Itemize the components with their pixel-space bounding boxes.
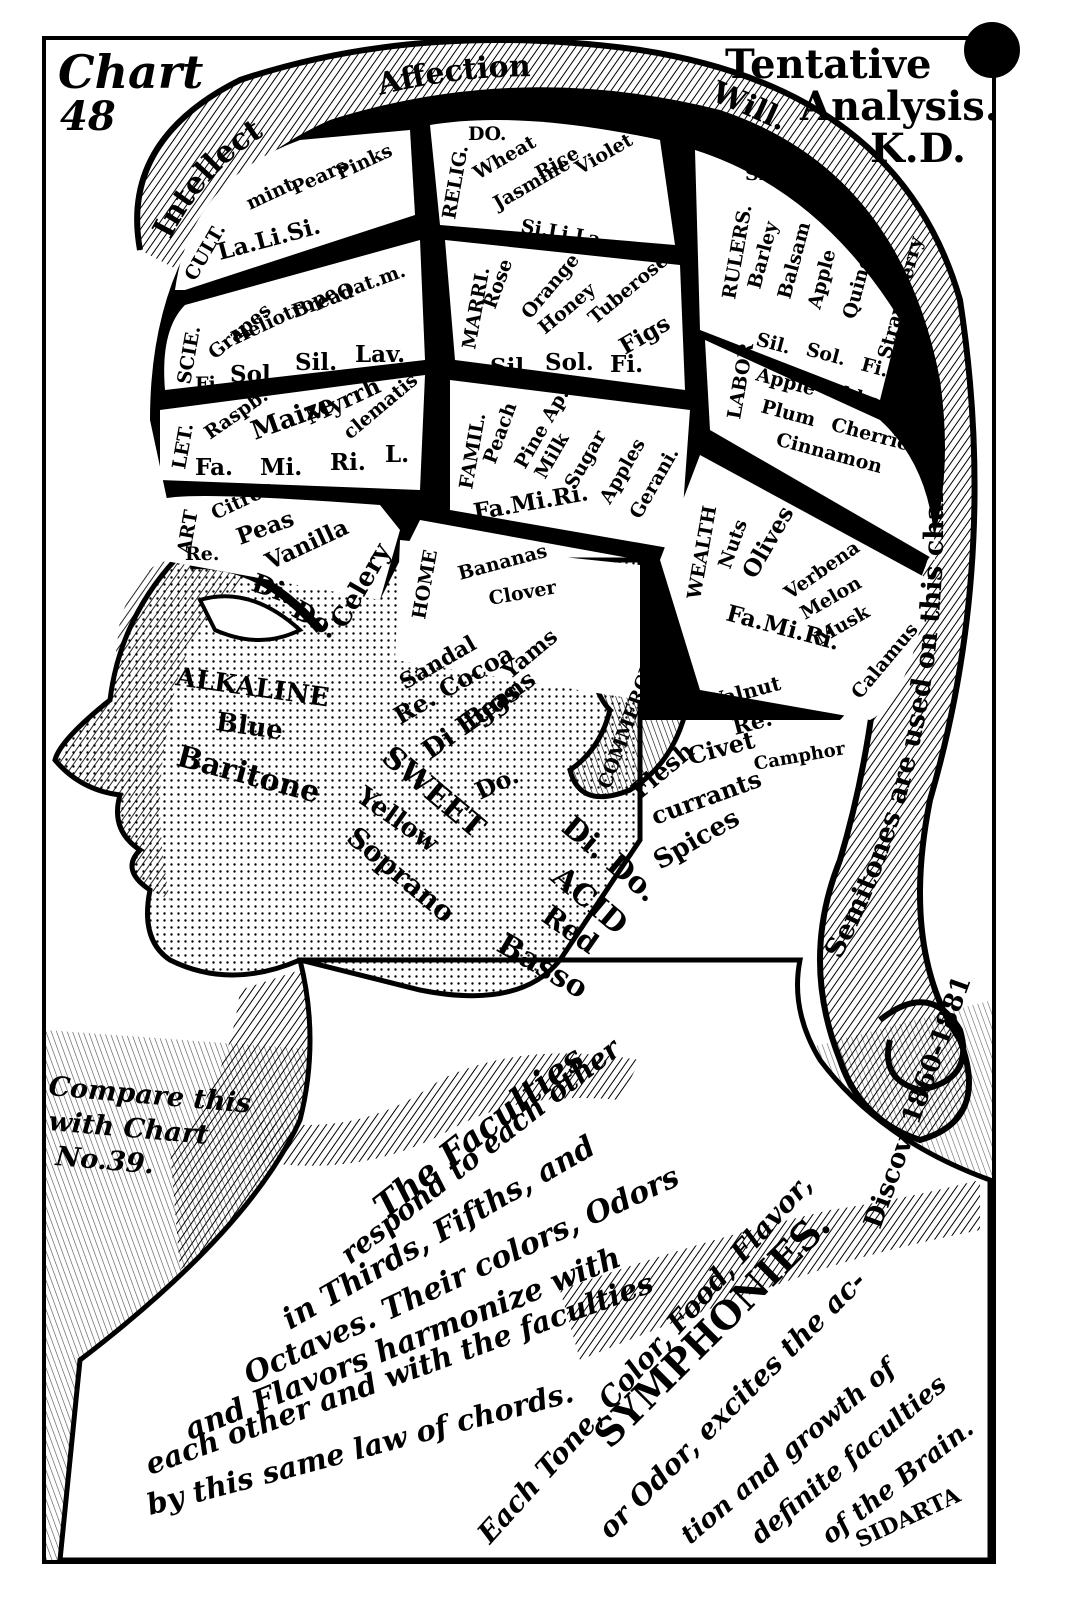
neck-shading (170, 970, 310, 1270)
svg-text:Sol.: Sol. (545, 349, 594, 376)
face-hatching (55, 560, 260, 900)
svg-text:Si.: Si. (745, 163, 773, 185)
svg-text:La.: La. (830, 188, 862, 210)
svg-text:Sil.: Sil. (295, 349, 337, 376)
svg-text:DO.: DO. (468, 123, 507, 145)
camphor-label: Camphor (752, 738, 847, 775)
corner-blot (964, 22, 1020, 78)
svg-text:Ri.: Ri. (330, 449, 366, 476)
hair-bun (878, 999, 967, 1094)
title-initials: K.D. (870, 125, 966, 172)
svg-text:Lav.: Lav. (355, 341, 405, 368)
svg-text:Fa.: Fa. (195, 454, 233, 481)
svg-text:Sol.: Sol. (230, 361, 279, 388)
svg-text:Re.: Re. (185, 543, 220, 565)
cranium-cells (160, 120, 935, 720)
title-line1: Tentative (725, 41, 931, 88)
chart-label: Chart (58, 45, 203, 99)
svg-text:Li.: Li. (790, 173, 817, 195)
civet-label: Civet (684, 725, 758, 771)
drape (250, 1053, 640, 1166)
eye (197, 594, 304, 642)
chart-number: 48 (60, 93, 116, 140)
svg-text:Fi.: Fi. (195, 373, 222, 395)
svg-text:Fi.: Fi. (610, 351, 643, 378)
title-line2: Analysis. (799, 83, 999, 130)
drape-lower (560, 1180, 980, 1360)
svg-text:Mi.: Mi. (260, 454, 302, 481)
svg-text:Sil.: Sil. (490, 354, 532, 381)
svg-text:L.: L. (385, 441, 409, 468)
